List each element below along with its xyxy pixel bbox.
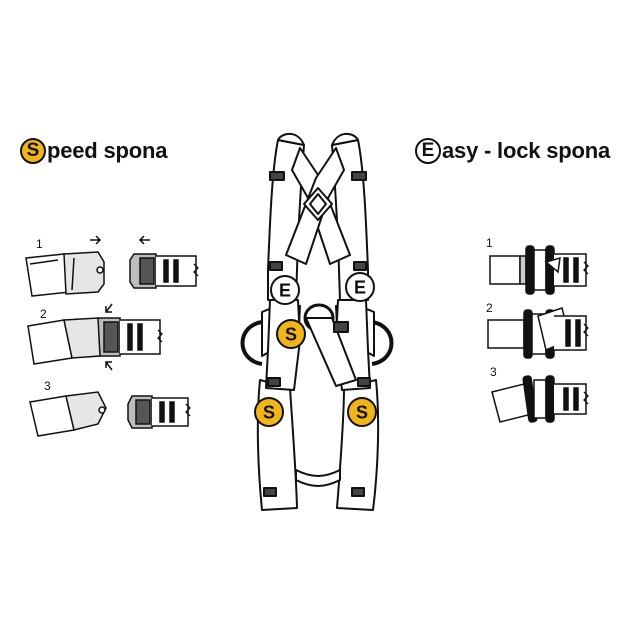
harness-illustration bbox=[240, 132, 394, 511]
svg-text:S: S bbox=[356, 403, 368, 423]
svg-text:3: 3 bbox=[490, 365, 497, 379]
legend-speed-text: peed spona bbox=[47, 138, 168, 163]
svg-text:E: E bbox=[279, 281, 291, 301]
svg-text:E: E bbox=[354, 278, 366, 298]
svg-text:3: 3 bbox=[44, 379, 51, 393]
svg-text:S: S bbox=[263, 403, 275, 423]
legend-easy-lock-spona: E asy - lock spona bbox=[415, 136, 610, 166]
marker-e-right: E bbox=[345, 272, 375, 302]
legend-easy-text: asy - lock spona bbox=[442, 138, 610, 163]
easy-step-2: 2 bbox=[486, 301, 589, 359]
marker-s-right-leg: S bbox=[347, 397, 377, 427]
marker-s-center: S bbox=[276, 319, 306, 349]
speed-badge-icon: S bbox=[20, 138, 46, 164]
svg-text:1: 1 bbox=[36, 237, 43, 251]
svg-text:1: 1 bbox=[486, 236, 493, 250]
speed-step-3: 3 bbox=[29, 379, 191, 437]
svg-text:2: 2 bbox=[486, 301, 493, 315]
marker-e-left: E bbox=[270, 275, 300, 305]
legend-speed-spona: S peed spona bbox=[20, 136, 167, 166]
chest-diamond bbox=[303, 187, 333, 221]
easy-badge-icon: E bbox=[415, 138, 441, 164]
svg-text:2: 2 bbox=[40, 307, 47, 321]
easy-step-1: 1 bbox=[486, 236, 589, 295]
speed-step-2: 2 bbox=[27, 303, 163, 371]
svg-text:S: S bbox=[285, 325, 297, 345]
easy-step-3: 3 bbox=[490, 365, 589, 423]
speed-step-1: 1 bbox=[25, 235, 199, 297]
marker-s-left-leg: S bbox=[254, 397, 284, 427]
